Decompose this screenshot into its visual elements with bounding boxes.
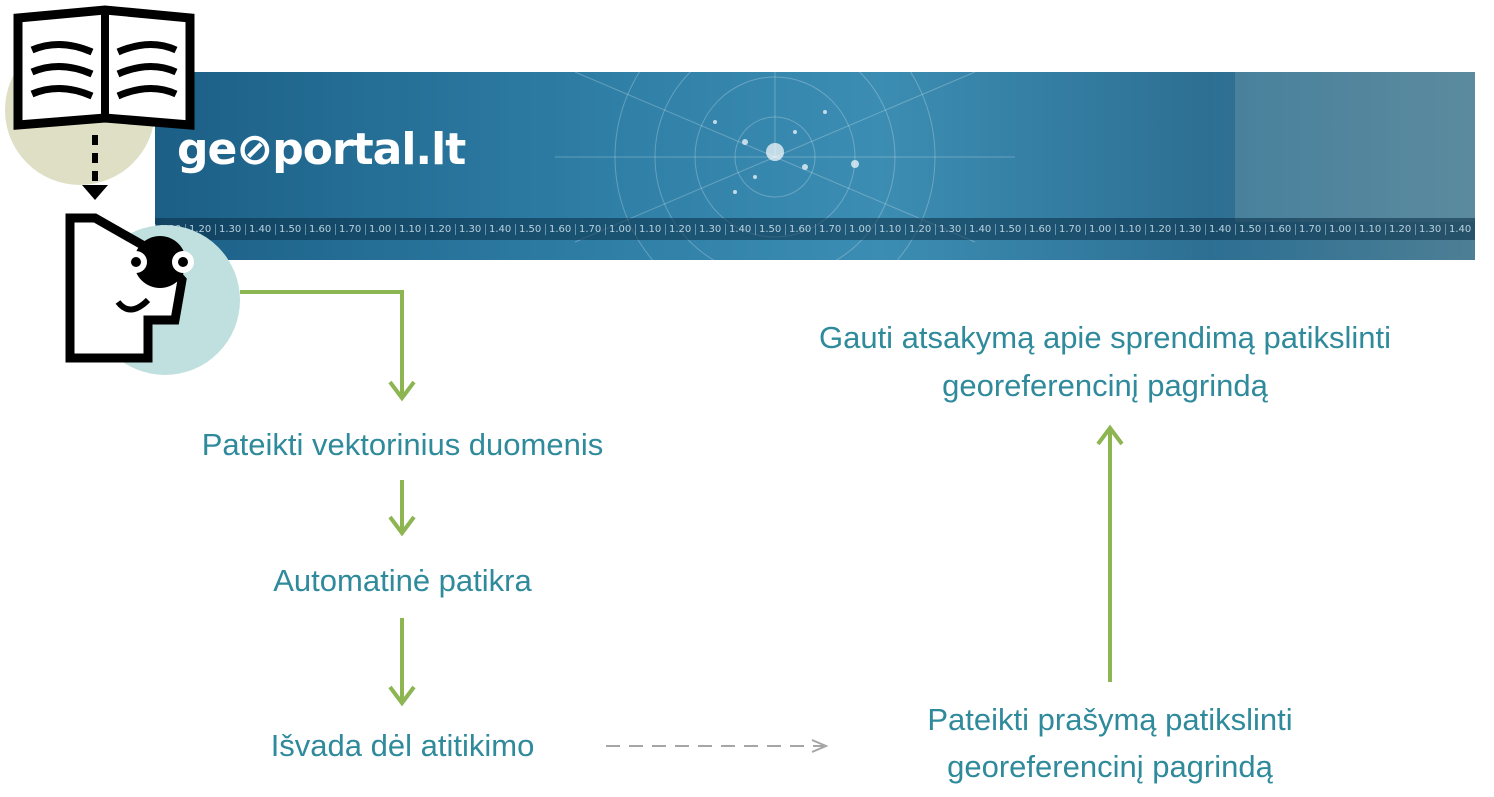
scale-ruler: 1.101.201.301.401.501.601.701.001.101.20… (155, 218, 1475, 240)
geoportal-banner: ge⊘portal.lt 1.101.201.301.401.501.601.7… (155, 72, 1475, 260)
ruler-label: 1.00 (1325, 223, 1355, 235)
ruler-label: 1.30 (1415, 223, 1445, 235)
ruler-label: 1.30 (1175, 223, 1205, 235)
thinking-face-icon (65, 213, 240, 375)
ruler-label: 1.70 (1295, 223, 1325, 235)
ruler-label: 1.10 (635, 223, 665, 235)
arrowhead (1096, 424, 1124, 446)
ruler-label: 1.40 (725, 223, 755, 235)
ruler-label: 1.70 (1055, 223, 1085, 235)
ruler-label: 1.60 (545, 223, 575, 235)
ruler-label: 1.20 (1145, 223, 1175, 235)
ruler-label: 1.20 (665, 223, 695, 235)
ruler-label: 1.60 (1025, 223, 1055, 235)
arrow-icon-to-submit (240, 290, 404, 398)
ruler-label: 1.60 (1265, 223, 1295, 235)
node-conclusion: Išvada dėl atitikimo (270, 728, 535, 763)
arrowhead (388, 380, 416, 402)
open-book-icon (5, 5, 195, 200)
dashed-arrowhead (811, 739, 829, 753)
ruler-label: 1.40 (1445, 223, 1475, 235)
ruler-label: 1.10 (1115, 223, 1145, 235)
ruler-label: 1.00 (1085, 223, 1115, 235)
ruler-label: 1.40 (965, 223, 995, 235)
arrowhead (388, 685, 416, 707)
ruler-label: 1.60 (305, 223, 335, 235)
ruler-label: 1.70 (815, 223, 845, 235)
ruler-label: 1.70 (335, 223, 365, 235)
ruler-label: 1.50 (1235, 223, 1265, 235)
ruler-label: 1.30 (935, 223, 965, 235)
ruler-label: 1.20 (905, 223, 935, 235)
node-request-line2: georeferencinį pagrindą (947, 749, 1273, 784)
node-answer-line2: georeferencinį pagrindą (942, 368, 1268, 403)
ruler-label: 1.00 (365, 223, 395, 235)
ruler-label: 1.40 (245, 223, 275, 235)
node-automatic-check: Automatinė patikra (273, 563, 532, 598)
ruler-label: 1.00 (845, 223, 875, 235)
arrowhead (388, 515, 416, 537)
ruler-label: 1.10 (395, 223, 425, 235)
icons-layer (5, 5, 240, 375)
ruler-label: 1.50 (755, 223, 785, 235)
node-submit-vector-data: Pateikti vektorinius duomenis (201, 427, 604, 462)
node-request-line1: Pateikti prašymą patikslinti (927, 702, 1293, 737)
ruler-label: 1.10 (875, 223, 905, 235)
ruler-label: 1.60 (785, 223, 815, 235)
spiderweb-graphic (555, 72, 1475, 260)
ruler-label: 1.50 (515, 223, 545, 235)
ruler-label: 1.50 (995, 223, 1025, 235)
ruler-label: 1.20 (1385, 223, 1415, 235)
ruler-label: 1.30 (215, 223, 245, 235)
ruler-label: 1.30 (455, 223, 485, 235)
geoportal-logo: ge⊘portal.lt (177, 124, 466, 175)
ruler-label: 1.70 (575, 223, 605, 235)
ruler-label: 1.50 (275, 223, 305, 235)
ruler-label: 1.20 (425, 223, 455, 235)
ruler-label: 1.40 (1205, 223, 1235, 235)
ruler-label: 1.40 (485, 223, 515, 235)
ruler-label: 1.10 (1355, 223, 1385, 235)
node-answer-line1: Gauti atsakymą apie sprendimą patikslint… (818, 320, 1392, 355)
ruler-label: 1.00 (605, 223, 635, 235)
ruler-label: 1.30 (695, 223, 725, 235)
